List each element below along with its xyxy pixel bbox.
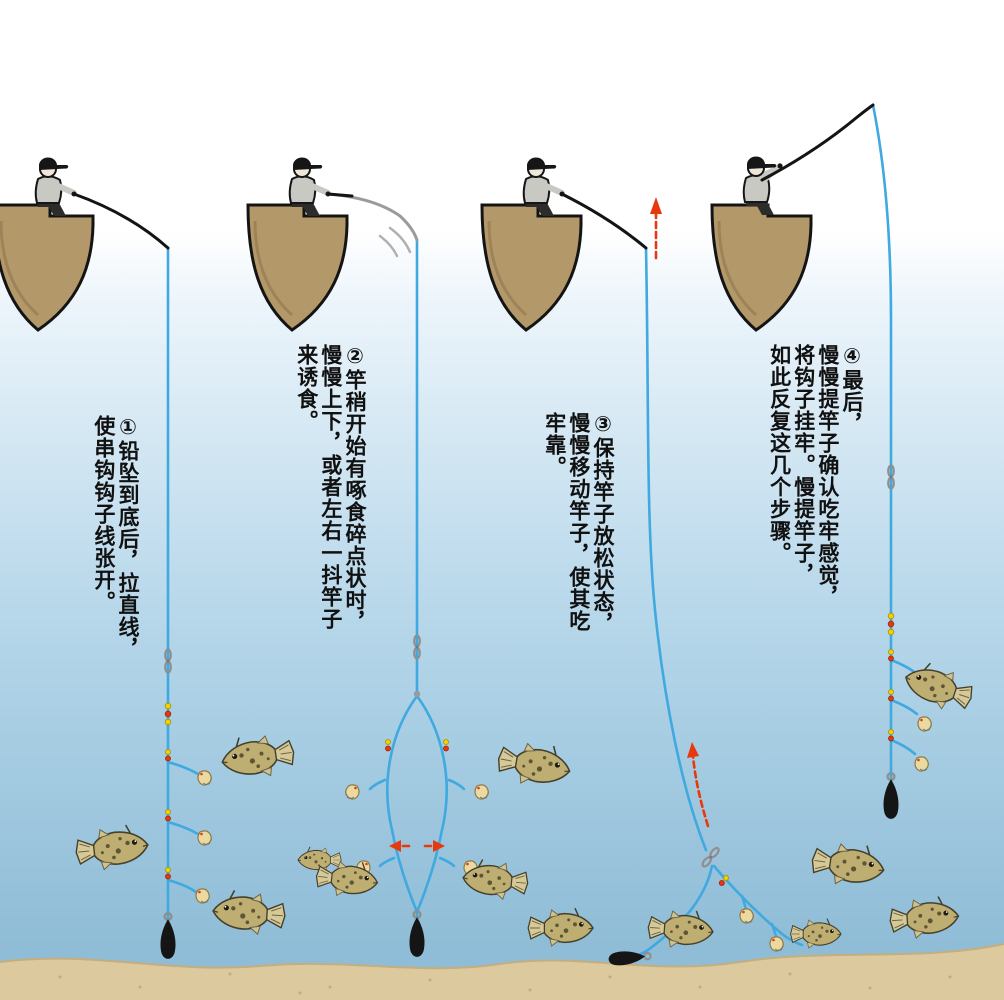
boat-4 xyxy=(710,203,813,332)
filefish-icon xyxy=(494,736,575,792)
filefish-icon xyxy=(210,888,288,937)
filefish-icon xyxy=(808,837,888,891)
step-3-caption: ③保持竿子放松状态， 慢慢移动竿子，使其吃 牢靠。 xyxy=(542,412,615,635)
swivel-icon xyxy=(413,690,421,698)
fishing-rod-1 xyxy=(72,192,170,250)
filefish-icon xyxy=(527,907,594,947)
beads-icon xyxy=(443,739,449,752)
fishing-rod-2 xyxy=(326,192,419,258)
fish-school xyxy=(73,656,979,951)
rod-motion-icon xyxy=(378,234,399,258)
swivel-icon xyxy=(700,845,722,869)
sinker-icon xyxy=(159,912,177,961)
baited-hook-icon xyxy=(917,716,932,732)
baited-hook-icon xyxy=(345,784,360,800)
filefish-icon xyxy=(887,894,961,941)
step-1-caption: ①铅坠到底后，拉直线， 使串钩钩子线张开。 xyxy=(91,415,140,660)
beads-icon xyxy=(164,702,172,726)
baited-hook-icon xyxy=(197,830,212,846)
step-2-caption: ②竿稍开始有啄食碎点状时， 慢慢上下，或者左右一抖竿子 来诱食。 xyxy=(294,344,367,633)
sinker-icon xyxy=(408,910,426,959)
filefish-icon xyxy=(899,656,979,718)
fishing-line-step4 xyxy=(871,103,932,821)
seabed-icon xyxy=(0,943,1004,1000)
beads-icon xyxy=(887,612,895,636)
step-4-caption: ④最后， 慢慢提竿子确认吃牢感觉， 将钩子挂牢。慢提竿子， 如此反复这几个步骤。 xyxy=(767,344,864,608)
up-arrow-icon xyxy=(650,197,662,260)
fishing-line-step3 xyxy=(606,197,804,968)
rod-motion-icon xyxy=(388,226,412,254)
filefish-icon xyxy=(73,822,151,874)
baited-hook-icon xyxy=(197,770,212,786)
swing-arrow-icon xyxy=(389,840,445,852)
fishing-line-step1 xyxy=(159,246,212,961)
baited-hook-icon xyxy=(739,908,754,924)
baited-hook-icon xyxy=(474,784,489,800)
baited-hook-icon xyxy=(769,936,784,952)
filefish-icon xyxy=(218,729,298,783)
baited-hook-icon xyxy=(195,888,210,904)
fishing-rod-4 xyxy=(760,103,875,182)
sand-speckles xyxy=(58,972,952,995)
boat-3 xyxy=(480,203,583,332)
sinker-icon xyxy=(882,772,900,821)
boat-2 xyxy=(246,203,349,332)
beads-icon xyxy=(385,739,391,752)
fishing-line-step2 xyxy=(345,238,489,959)
lift-arrow-icon xyxy=(687,742,710,828)
fishing-rod-3 xyxy=(560,192,648,250)
boat-1 xyxy=(0,203,95,332)
baited-hook-icon xyxy=(914,756,929,772)
